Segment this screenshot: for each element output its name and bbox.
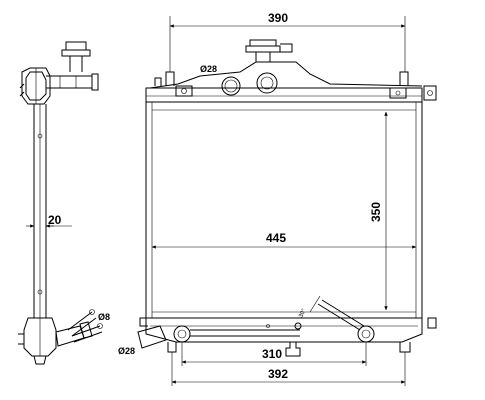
front-view: 390 Ø28 350 44 bbox=[118, 11, 437, 386]
upper-pipe-diameter-label: Ø28 bbox=[200, 64, 217, 74]
outer-bottom-label: 392 bbox=[268, 367, 288, 381]
height-label: 350 bbox=[369, 202, 383, 222]
top-width-label: 390 bbox=[268, 11, 288, 25]
inner-bottom-label: 310 bbox=[262, 347, 282, 361]
core-width-label: 445 bbox=[266, 231, 286, 245]
lower-pipe-diameter-label: Ø28 bbox=[118, 346, 135, 356]
side-thickness-label: 20 bbox=[48, 213, 62, 227]
small-pipe-diameter-label: Ø8 bbox=[98, 312, 110, 322]
angle-note-label: 30° bbox=[298, 308, 308, 319]
side-view: 20 Ø8 bbox=[18, 41, 110, 365]
